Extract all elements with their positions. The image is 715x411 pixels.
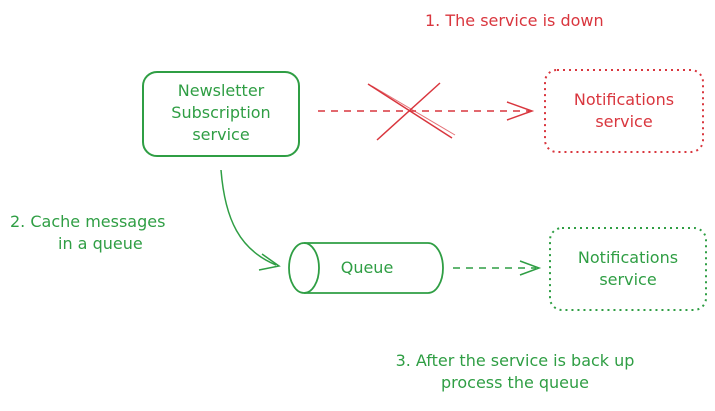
- notifications-up-line1: Notifications: [577, 248, 679, 267]
- queue-cylinder: [288, 242, 444, 294]
- cache-line2: in a queue: [58, 234, 143, 253]
- notifications-up-label: Notifications service: [550, 247, 706, 291]
- notifications-down-line2: service: [595, 112, 653, 131]
- cache-line1: 2. Cache messages: [10, 212, 166, 231]
- notifications-up-line2: service: [599, 270, 657, 289]
- annotation-back-up: 3. After the service is back up process …: [350, 350, 680, 394]
- enqueue-arrow: [220, 169, 281, 271]
- arrow-icon: [506, 101, 535, 121]
- annotation-service-down: 1. The service is down: [425, 11, 604, 30]
- back-up-line1: 3. After the service is back up: [395, 351, 635, 370]
- newsletter-line3: service: [192, 125, 250, 144]
- x-cross-icon: [367, 82, 456, 141]
- notifications-down-label: Notifications service: [545, 89, 703, 133]
- back-up-line2: process the queue: [440, 373, 590, 392]
- newsletter-line1: Newsletter: [177, 81, 265, 100]
- arrow-icon: [258, 253, 281, 271]
- queue-label: Queue: [340, 258, 394, 277]
- arrow-icon: [519, 260, 542, 276]
- blocked-arrow: [318, 101, 535, 121]
- newsletter-service-box: [142, 71, 300, 157]
- notifications-down-box: [544, 69, 704, 153]
- newsletter-line2: Subscription: [171, 103, 271, 122]
- notifications-down-line1: Notifications: [573, 90, 675, 109]
- notifications-up-box: [549, 227, 707, 311]
- dequeue-arrow: [453, 260, 542, 276]
- newsletter-service-label: Newsletter Subscription service: [143, 80, 299, 146]
- annotation-cache-messages: 2. Cache messages in a queue: [10, 211, 165, 255]
